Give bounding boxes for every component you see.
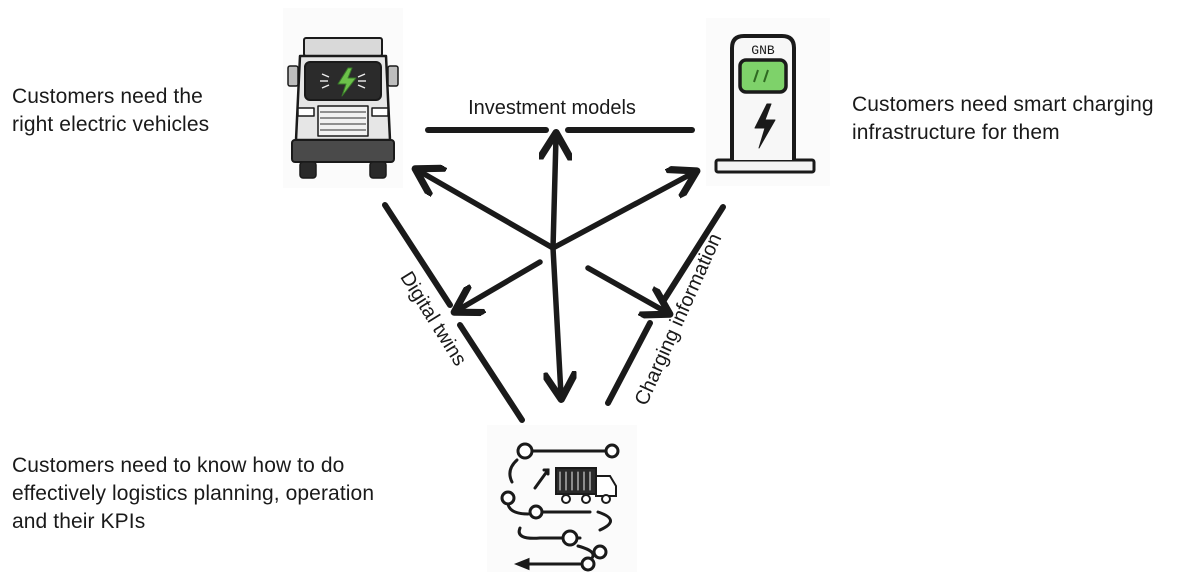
arrow-to-top (553, 137, 556, 251)
arrow-to-logistics (553, 245, 561, 395)
edge-left-lower (457, 322, 525, 423)
label-charging-information: Charging information (631, 230, 727, 409)
arrow-to-charger (550, 173, 693, 251)
electric-truck-icon (287, 37, 399, 179)
arrow-to-right-edge (585, 265, 666, 312)
charger-brand-label: GNB (751, 43, 775, 58)
edge-right-lower (605, 320, 653, 406)
arrow-to-truck (419, 171, 556, 251)
edge-left-upper (382, 202, 453, 308)
arrow-to-left-edge (458, 259, 543, 310)
caption-charging: Customers need smart charging infrastruc… (852, 93, 1154, 144)
caption-vehicles: Customers need the right electric vehicl… (12, 85, 210, 136)
caption-logistics: Customers need to know how to do effecti… (12, 454, 375, 533)
logistics-route-icon (500, 442, 620, 572)
label-investment-models: Investment models (468, 97, 636, 119)
arrows (419, 137, 693, 395)
charging-station-icon: GNB (714, 34, 816, 174)
edge-right-upper (661, 204, 726, 303)
